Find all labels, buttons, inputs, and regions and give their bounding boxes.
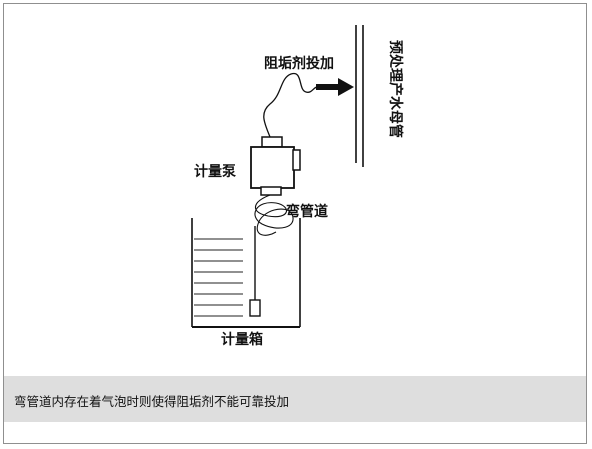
liquid-level-lines (194, 238, 243, 317)
metering-tank-label: 计量箱 (221, 331, 263, 348)
dosing-arrow-shaft (316, 84, 340, 90)
caption-text: 弯管道内存在着气泡时则使得阻垢剂不能可靠投加 (14, 394, 290, 409)
inhibitor-dosing-label: 阻垢剂投加 (264, 55, 334, 72)
pump-bottom-fitting (260, 186, 282, 196)
pump-side-cap (292, 149, 301, 171)
image-frame (3, 3, 587, 444)
discharge-line (263, 72, 319, 143)
pump-body (250, 146, 295, 189)
metering-pump-label: 计量泵 (194, 163, 236, 180)
pump-top-fitting (261, 136, 283, 148)
dosing-arrow-head (338, 78, 354, 96)
caption-bar: 弯管道内存在着气泡时则使得阻垢剂不能可靠投加 (4, 376, 586, 422)
foot-valve (249, 299, 261, 317)
bent-pipe-label: 弯管道 (286, 203, 328, 220)
pretreatment-pipe-label: 预处理产水母管 (387, 40, 404, 138)
bent-pipe-coil (254, 194, 294, 236)
